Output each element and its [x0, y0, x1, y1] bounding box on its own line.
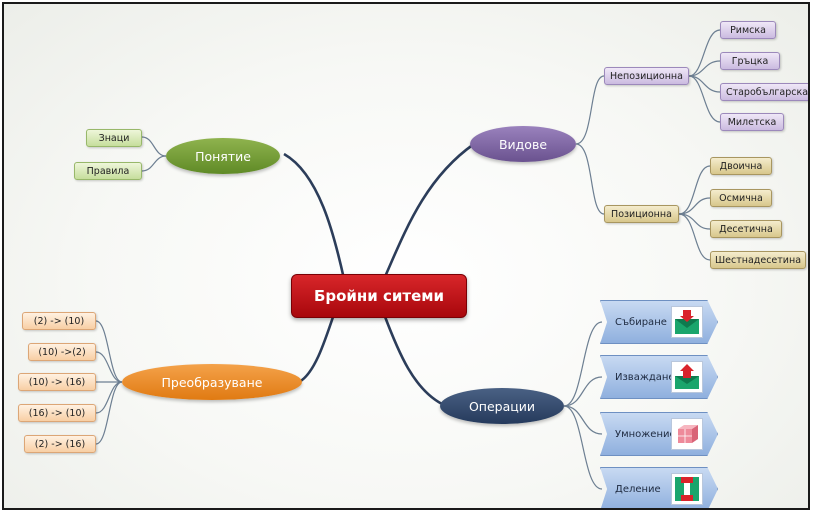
- link-central-conversion: [298, 313, 336, 384]
- np-leaf-old-bulgarian[interactable]: Старобългарска: [720, 83, 809, 101]
- boxes-icon: [671, 418, 703, 450]
- mind-map-canvas: Бройни ситеми Понятие Знаци Правила Видо…: [2, 2, 810, 510]
- leaf-label: Знаци: [98, 132, 130, 144]
- link-c-4: [95, 381, 123, 414]
- divide-icon: [671, 473, 703, 505]
- connector-lines: [95, 29, 721, 490]
- conversion-node[interactable]: Преобразуване: [122, 364, 302, 400]
- p-leaf-binary[interactable]: Двоична: [710, 157, 772, 175]
- leaf-label: Осмична: [719, 192, 763, 204]
- op-addition[interactable]: Събиране: [600, 300, 718, 344]
- op-label: Събиране: [615, 316, 667, 328]
- link-o-1: [563, 321, 603, 407]
- envelope-in-icon: [671, 306, 703, 338]
- conv-leaf-4[interactable]: (16) -> (10): [18, 404, 96, 422]
- np-leaf-roman[interactable]: Римска: [720, 21, 776, 39]
- link-o-4: [563, 405, 603, 490]
- conv-leaf-5[interactable]: (2) -> (16): [24, 435, 96, 453]
- positional-node[interactable]: Позиционна: [604, 205, 679, 223]
- types-node[interactable]: Видове: [470, 126, 576, 162]
- leaf-label: Десетична: [719, 223, 773, 235]
- leaf-label: Милетска: [727, 116, 777, 128]
- leaf-label: (2) -> (10): [33, 315, 85, 327]
- op-multiplication[interactable]: Умножение: [600, 412, 718, 456]
- link-central-concept: [283, 152, 346, 280]
- op-subtraction[interactable]: Изваждане: [600, 355, 718, 399]
- link-concept-rules: [141, 155, 167, 172]
- link-central-operations: [382, 313, 443, 406]
- leaf-label: Непозиционна: [610, 70, 683, 82]
- leaf-label: (10) ->(2): [38, 346, 86, 358]
- concept-label: Понятие: [195, 148, 251, 164]
- leaf-label: (2) -> (16): [34, 438, 86, 450]
- central-topic-label: Бройни ситеми: [313, 287, 445, 305]
- link-c-1: [95, 320, 123, 383]
- op-label: Умножение: [615, 428, 676, 440]
- link-concept-signs: [141, 136, 167, 157]
- op-label: Изваждане: [615, 371, 675, 383]
- link-p-2: [678, 197, 711, 215]
- concept-leaf-rules[interactable]: Правила: [74, 162, 142, 180]
- link-p-4: [678, 213, 711, 261]
- central-topic[interactable]: Бройни ситеми: [291, 274, 467, 318]
- leaf-label: Шестнадесетина: [715, 254, 802, 266]
- link-types-positional: [575, 143, 605, 215]
- leaf-label: (16) -> (10): [28, 407, 86, 419]
- leaf-label: Позиционна: [611, 208, 672, 220]
- link-c-5: [95, 381, 123, 445]
- link-p-1: [678, 165, 711, 215]
- conversion-label: Преобразуване: [161, 374, 263, 390]
- np-leaf-greek[interactable]: Гръцка: [720, 52, 780, 70]
- link-c-2: [95, 351, 123, 383]
- concept-node[interactable]: Понятие: [166, 138, 280, 174]
- conv-leaf-3[interactable]: (10) -> (16): [18, 373, 96, 391]
- p-leaf-octal[interactable]: Осмична: [710, 189, 772, 207]
- np-leaf-miletus[interactable]: Милетска: [720, 113, 784, 131]
- link-np-1: [688, 29, 721, 77]
- link-o-2: [563, 376, 603, 407]
- link-p-3: [678, 213, 711, 230]
- link-central-types: [382, 142, 475, 280]
- p-leaf-hexadecimal[interactable]: Шестнадесетина: [710, 251, 806, 269]
- link-np-2: [688, 60, 721, 77]
- operations-node[interactable]: Операции: [440, 388, 564, 424]
- link-o-3: [563, 405, 603, 435]
- types-label: Видове: [498, 136, 548, 152]
- p-leaf-decimal[interactable]: Десетична: [710, 220, 782, 238]
- op-label: Деление: [615, 483, 661, 495]
- concept-leaf-signs[interactable]: Знаци: [86, 129, 142, 147]
- leaf-label: Старобългарска: [725, 86, 809, 98]
- operations-label: Операции: [468, 398, 536, 414]
- envelope-out-icon: [671, 361, 703, 393]
- op-division[interactable]: Деление: [600, 467, 718, 508]
- conv-leaf-2[interactable]: (10) ->(2): [28, 343, 96, 361]
- leaf-label: Двоична: [719, 160, 763, 172]
- leaf-label: Римска: [730, 24, 766, 36]
- leaf-label: Правила: [86, 165, 130, 177]
- non-positional-node[interactable]: Непозиционна: [604, 67, 689, 85]
- leaf-label: Гръцка: [731, 55, 769, 67]
- link-np-4: [688, 75, 721, 123]
- leaf-label: (10) -> (16): [28, 376, 86, 388]
- conv-leaf-1[interactable]: (2) -> (10): [22, 312, 96, 330]
- link-types-nonpositional: [575, 75, 605, 145]
